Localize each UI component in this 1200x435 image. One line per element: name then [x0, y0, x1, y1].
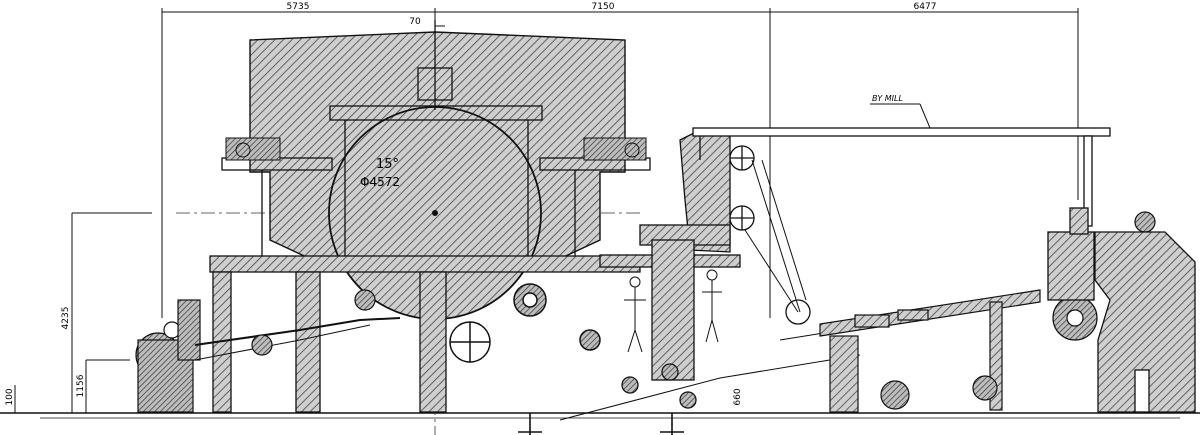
dimension-label-3: 6477	[914, 2, 937, 12]
vertical-dimension-base: 100	[5, 388, 15, 405]
foundation-markers	[518, 413, 684, 435]
diameter-label: Φ4572	[360, 175, 400, 189]
conveyor-frame	[819, 289, 1041, 413]
press-section-left	[135, 289, 401, 413]
overhead-crane-beam	[692, 127, 1111, 227]
vertical-dimension-low: 1156	[76, 374, 86, 397]
top-dimension-lines	[161, 8, 1079, 318]
hood-frame	[221, 20, 651, 262]
dimension-label-1: 5735	[287, 2, 310, 12]
yankee-center	[432, 210, 438, 216]
by-mill-leader	[870, 103, 931, 129]
dimension-label-2: 7150	[592, 2, 615, 12]
reel-frame	[599, 129, 741, 381]
pressure-roll	[449, 283, 601, 363]
angle-label: 15°	[376, 157, 399, 172]
support-structure	[209, 255, 641, 413]
by-mill-label: BY MILL	[872, 94, 903, 103]
operator-figure-1	[624, 276, 646, 353]
dimension-label-small: 70	[409, 17, 421, 27]
operator-figure-2	[702, 269, 722, 343]
winder-drums	[880, 211, 1156, 410]
vertical-dimension-overall: 4235	[61, 307, 71, 330]
vertical-dimension-mid: 660	[733, 388, 743, 405]
left-dimension-lines	[14, 212, 152, 413]
unwind-stand	[1047, 207, 1196, 413]
hood-actuators	[225, 137, 647, 161]
